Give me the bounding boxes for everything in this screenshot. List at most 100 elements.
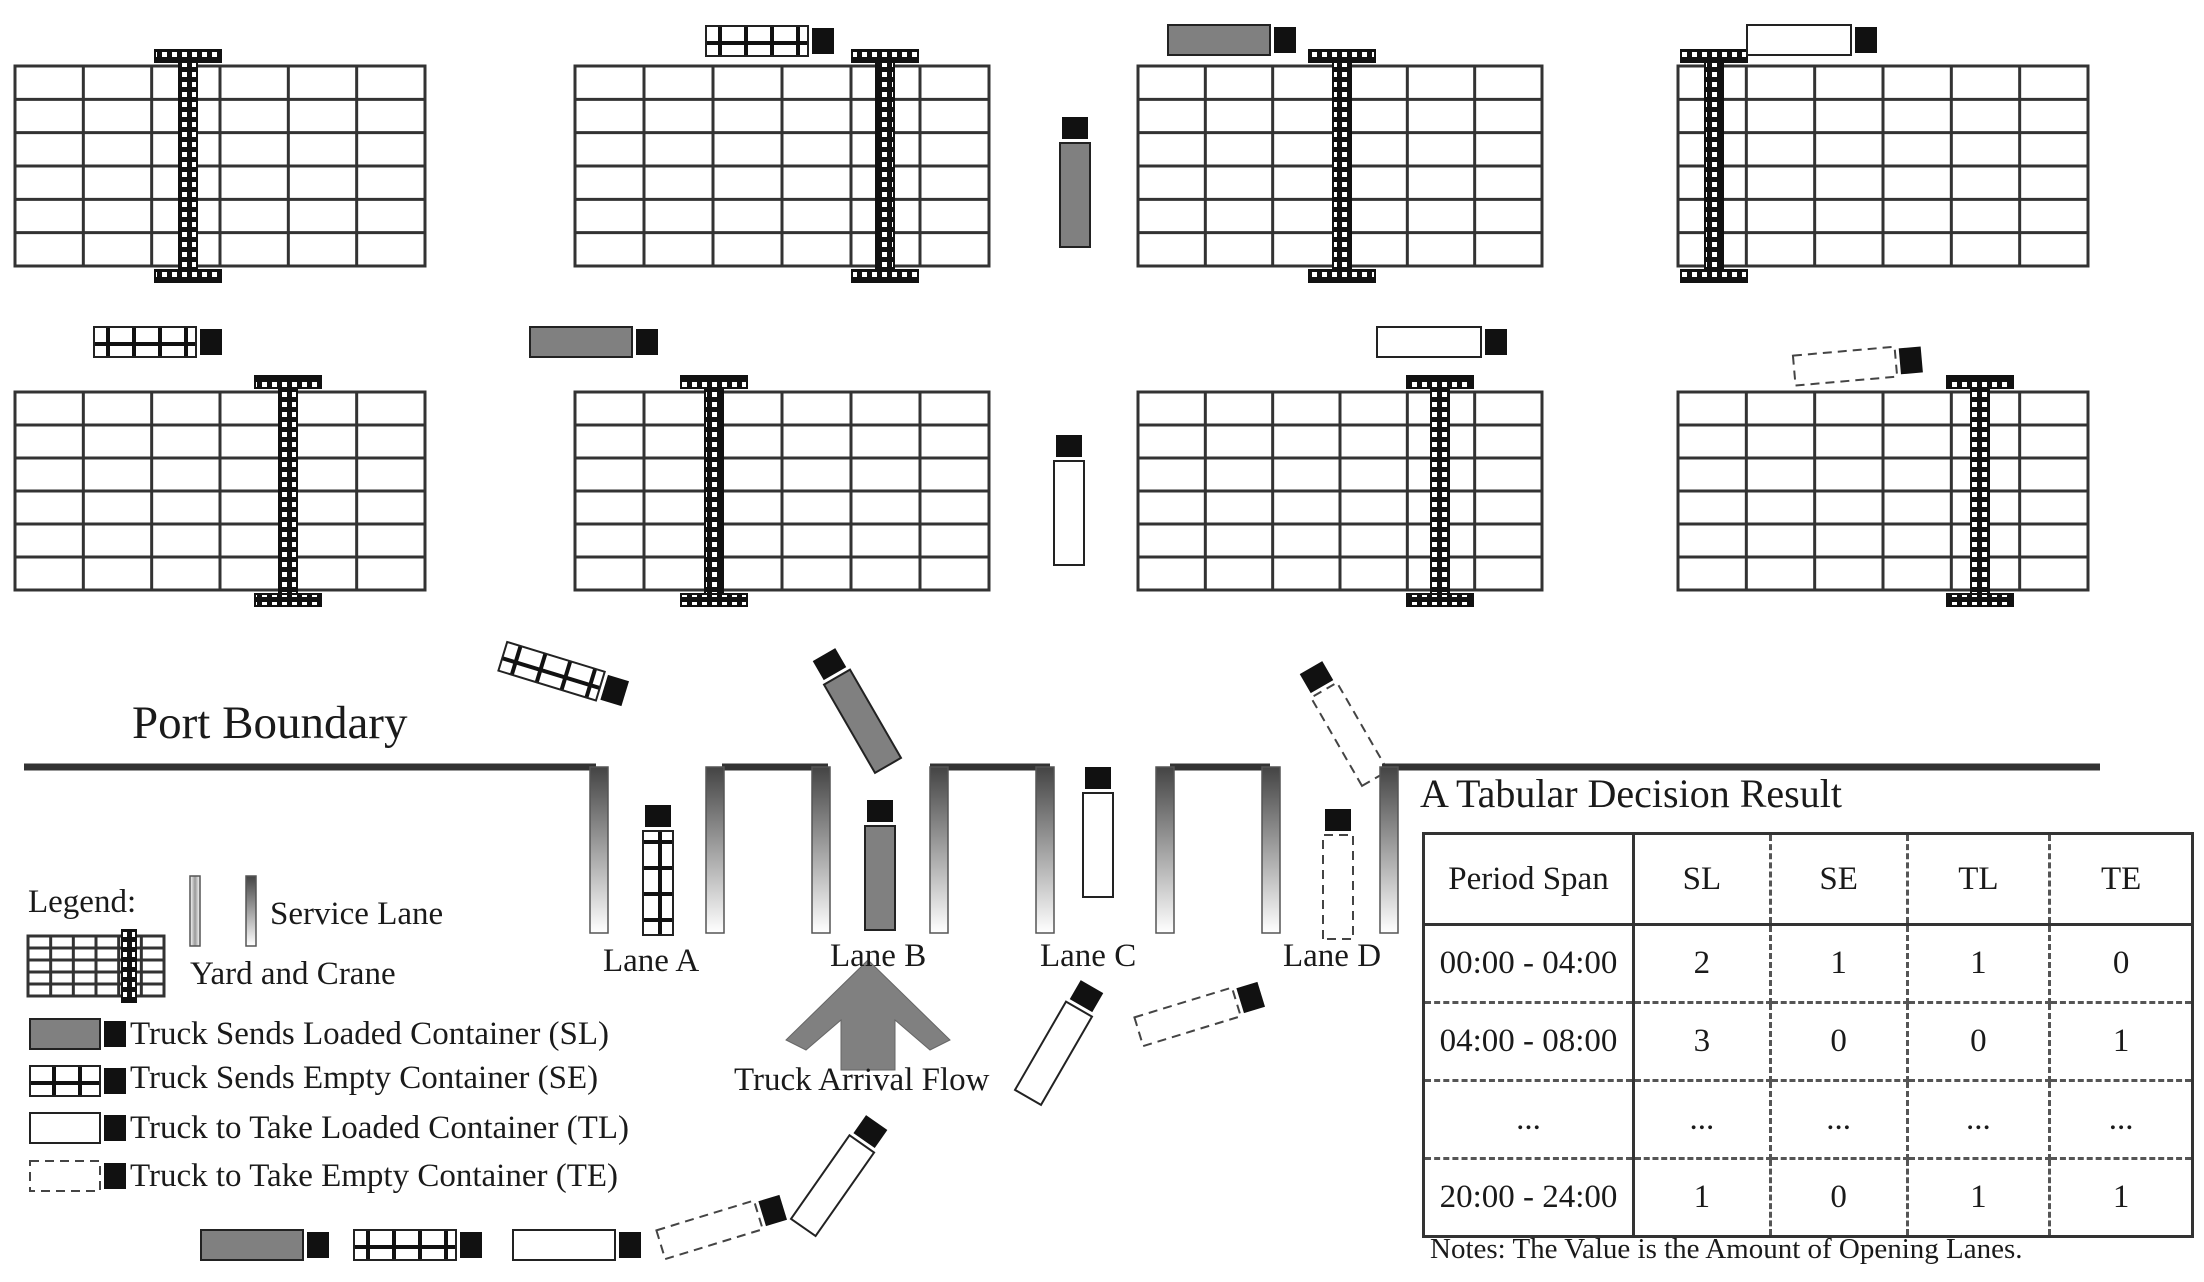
lane-b-label: Lane B: [830, 938, 927, 974]
truck-cab: [1855, 27, 1877, 53]
truck-cab: [200, 329, 222, 355]
table-cell: 2: [1633, 924, 1772, 1004]
crane-top-beam: [254, 375, 322, 389]
table-cell: 1: [1633, 1158, 1772, 1237]
crane-rail: [1430, 375, 1450, 607]
table-cell: 00:00 - 04:00: [1423, 924, 1635, 1004]
legend-te-truck: [29, 1160, 126, 1192]
truck-cab: [758, 1194, 788, 1227]
truck-container: [29, 1112, 101, 1144]
truck-container: [1133, 986, 1242, 1048]
truck-container: [529, 326, 633, 358]
truck-container: [512, 1229, 616, 1261]
crane-rail: [875, 49, 895, 283]
crane-bottom-beam: [254, 593, 322, 607]
lane-d-label: Lane D: [1283, 938, 1382, 974]
crane-rail: [278, 375, 298, 607]
truck-cab: [1898, 346, 1923, 375]
truck-cab: [1485, 329, 1507, 355]
legend-sl-truck: [29, 1018, 126, 1050]
table-cell: ...: [1907, 1080, 2052, 1160]
truck-container: [822, 668, 903, 775]
yard-block: [13, 49, 427, 283]
truck-container: [353, 1229, 457, 1261]
truck-container: [29, 1018, 101, 1050]
table-cell: ...: [1423, 1080, 1635, 1160]
crane-top-beam: [154, 49, 222, 63]
truck-arrival-flow-label: Truck Arrival Flow: [734, 1062, 990, 1098]
truck-cab: [636, 329, 658, 355]
crane-bottom-beam: [851, 269, 919, 283]
yard-block: [1676, 49, 2090, 283]
truck-tl: [789, 1115, 888, 1238]
truck-container: [1059, 142, 1091, 248]
truck-te: [1133, 981, 1266, 1048]
truck-sl: [1167, 24, 1296, 56]
crane-rail: [704, 375, 724, 607]
crane-bottom-beam: [680, 593, 748, 607]
crane-bottom-beam: [1308, 269, 1376, 283]
yard-block: [13, 375, 427, 607]
gantry-crane: [1308, 49, 1376, 283]
crane-top-beam: [1406, 375, 1474, 389]
crane-top-beam: [1308, 49, 1376, 63]
table-cell: ...: [1770, 1080, 1909, 1160]
service-lane: [811, 766, 831, 934]
legend-sl-label: Truck Sends Loaded Container (SL): [130, 1016, 610, 1052]
truck-cab: [307, 1232, 329, 1258]
truck-cab: [1274, 27, 1296, 53]
table-cell: 3: [1633, 1002, 1772, 1082]
truck-sl: [200, 1229, 329, 1261]
legend-tl-truck: [29, 1112, 126, 1144]
table-notes: Notes: The Value is the Amount of Openin…: [1430, 1233, 2023, 1265]
table-cell: 0: [2049, 924, 2193, 1004]
yard-block: [573, 49, 991, 283]
crane-rail: [121, 929, 137, 1003]
truck-cab: [645, 805, 671, 827]
table-row: 00:00 - 04:00 2 1 1 0: [1423, 924, 2193, 1004]
gantry-crane: [680, 375, 748, 607]
truck-container: [1322, 834, 1354, 940]
table-cell: ...: [2049, 1080, 2193, 1160]
truck-cab: [812, 28, 834, 54]
decision-table: Period Span SL SE TL TE 00:00 - 04:00 2 …: [1422, 832, 2194, 1238]
truck-tl: [1082, 767, 1114, 898]
legend-service-lane-icon: [245, 875, 257, 947]
table-cell: 0: [1770, 1158, 1909, 1237]
truck-cab: [853, 1115, 888, 1149]
table-cell: 04:00 - 08:00: [1423, 1002, 1635, 1082]
table-row: ... ... ... ... ...: [1423, 1080, 2193, 1160]
table-cell: 1: [2049, 1002, 2193, 1082]
crane-rail: [1970, 375, 1990, 607]
crane-top-beam: [1946, 375, 2014, 389]
truck-cab: [104, 1021, 126, 1047]
service-lane: [1379, 766, 1399, 934]
gantry-crane: [154, 49, 222, 283]
crane-rail: [178, 49, 198, 283]
truck-sl: [529, 326, 658, 358]
gantry-crane: [1946, 375, 2014, 607]
truck-container: [1167, 24, 1271, 56]
truck-cab: [460, 1232, 482, 1258]
gantry-crane: [1680, 49, 1748, 283]
lane-a-label: Lane A: [603, 943, 700, 979]
legend-title: Legend:: [28, 884, 137, 920]
truck-cab: [1236, 981, 1266, 1014]
service-lane: [1155, 766, 1175, 934]
truck-container: [864, 825, 896, 931]
truck-tl: [1746, 24, 1877, 56]
truck-cab: [1299, 661, 1334, 694]
truck-container: [29, 1065, 101, 1097]
table-title: A Tabular Decision Result: [1420, 771, 1842, 816]
legend-tl-label: Truck to Take Loaded Container (TL): [130, 1110, 629, 1146]
truck-cab: [812, 648, 847, 681]
service-lane: [929, 766, 949, 934]
truck-cab: [1056, 435, 1082, 457]
truck-container: [655, 1199, 764, 1261]
header-se: SE: [1770, 833, 1909, 926]
table-row: 20:00 - 24:00 1 0 1 1: [1423, 1158, 2193, 1237]
crane-bottom-beam: [1946, 593, 2014, 607]
yard-block: [573, 375, 991, 607]
truck-se: [353, 1229, 482, 1261]
